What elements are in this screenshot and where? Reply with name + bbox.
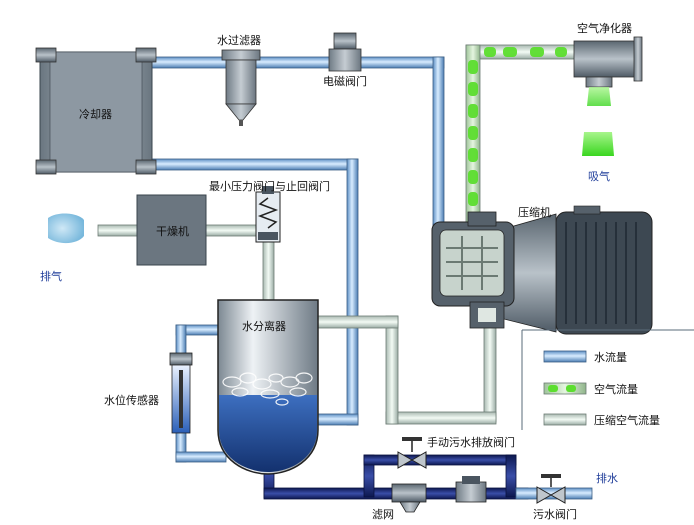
min-pressure-check-valve — [255, 186, 281, 243]
compressor-motor — [431, 205, 653, 335]
legend-compressed-swatch — [543, 413, 587, 426]
water-level-sensor-label: 水位传感器 — [104, 394, 159, 407]
intake-cloud-icon — [582, 132, 614, 156]
exhaust-label: 排气 — [40, 270, 62, 283]
water-filter-label: 水过滤器 — [217, 34, 261, 47]
cooler — [35, 47, 157, 175]
intake-label: 吸气 — [588, 170, 610, 183]
legend-air-swatch — [543, 382, 587, 395]
cooler-label: 冷却器 — [79, 108, 112, 121]
compressor-label: 压缩机 — [518, 206, 551, 219]
drain-label: 排水 — [596, 472, 618, 485]
manual-drain-valve-label: 手动污水排放阀门 — [427, 436, 515, 449]
min-pressure-check-valve-label: 最小压力阀门与止回阀门 — [209, 180, 330, 193]
air-purifier-label: 空气净化器 — [577, 22, 632, 35]
dryer-label: 干燥机 — [156, 225, 189, 238]
waste-water-valve-label: 污水阀门 — [533, 508, 577, 521]
legend-compressed-air-flow-label: 压缩空气流量 — [594, 414, 660, 427]
solenoid-valve-label: 电磁阀门 — [323, 75, 367, 88]
waste-water-valve — [536, 474, 566, 504]
legend-air-flow-label: 空气流量 — [594, 383, 638, 396]
drain-solenoid-valve — [455, 476, 487, 503]
water-filter — [221, 49, 261, 126]
manual-drain-valve — [397, 437, 427, 469]
legend-water-swatch — [543, 350, 587, 363]
strainer — [391, 483, 427, 513]
exhaust-cloud-icon — [48, 213, 84, 244]
legend-water-flow-label: 水流量 — [594, 351, 627, 364]
legend — [521, 329, 694, 430]
strainer-label: 滤网 — [372, 508, 394, 521]
dryer — [136, 194, 207, 266]
air-purifier — [573, 36, 643, 106]
water-level-sensor — [169, 352, 193, 434]
water-separator-tank — [217, 299, 319, 475]
solenoid-valve — [328, 32, 362, 72]
intake-air-pipe — [465, 44, 577, 231]
water-separator-label: 水分离器 — [242, 320, 286, 333]
